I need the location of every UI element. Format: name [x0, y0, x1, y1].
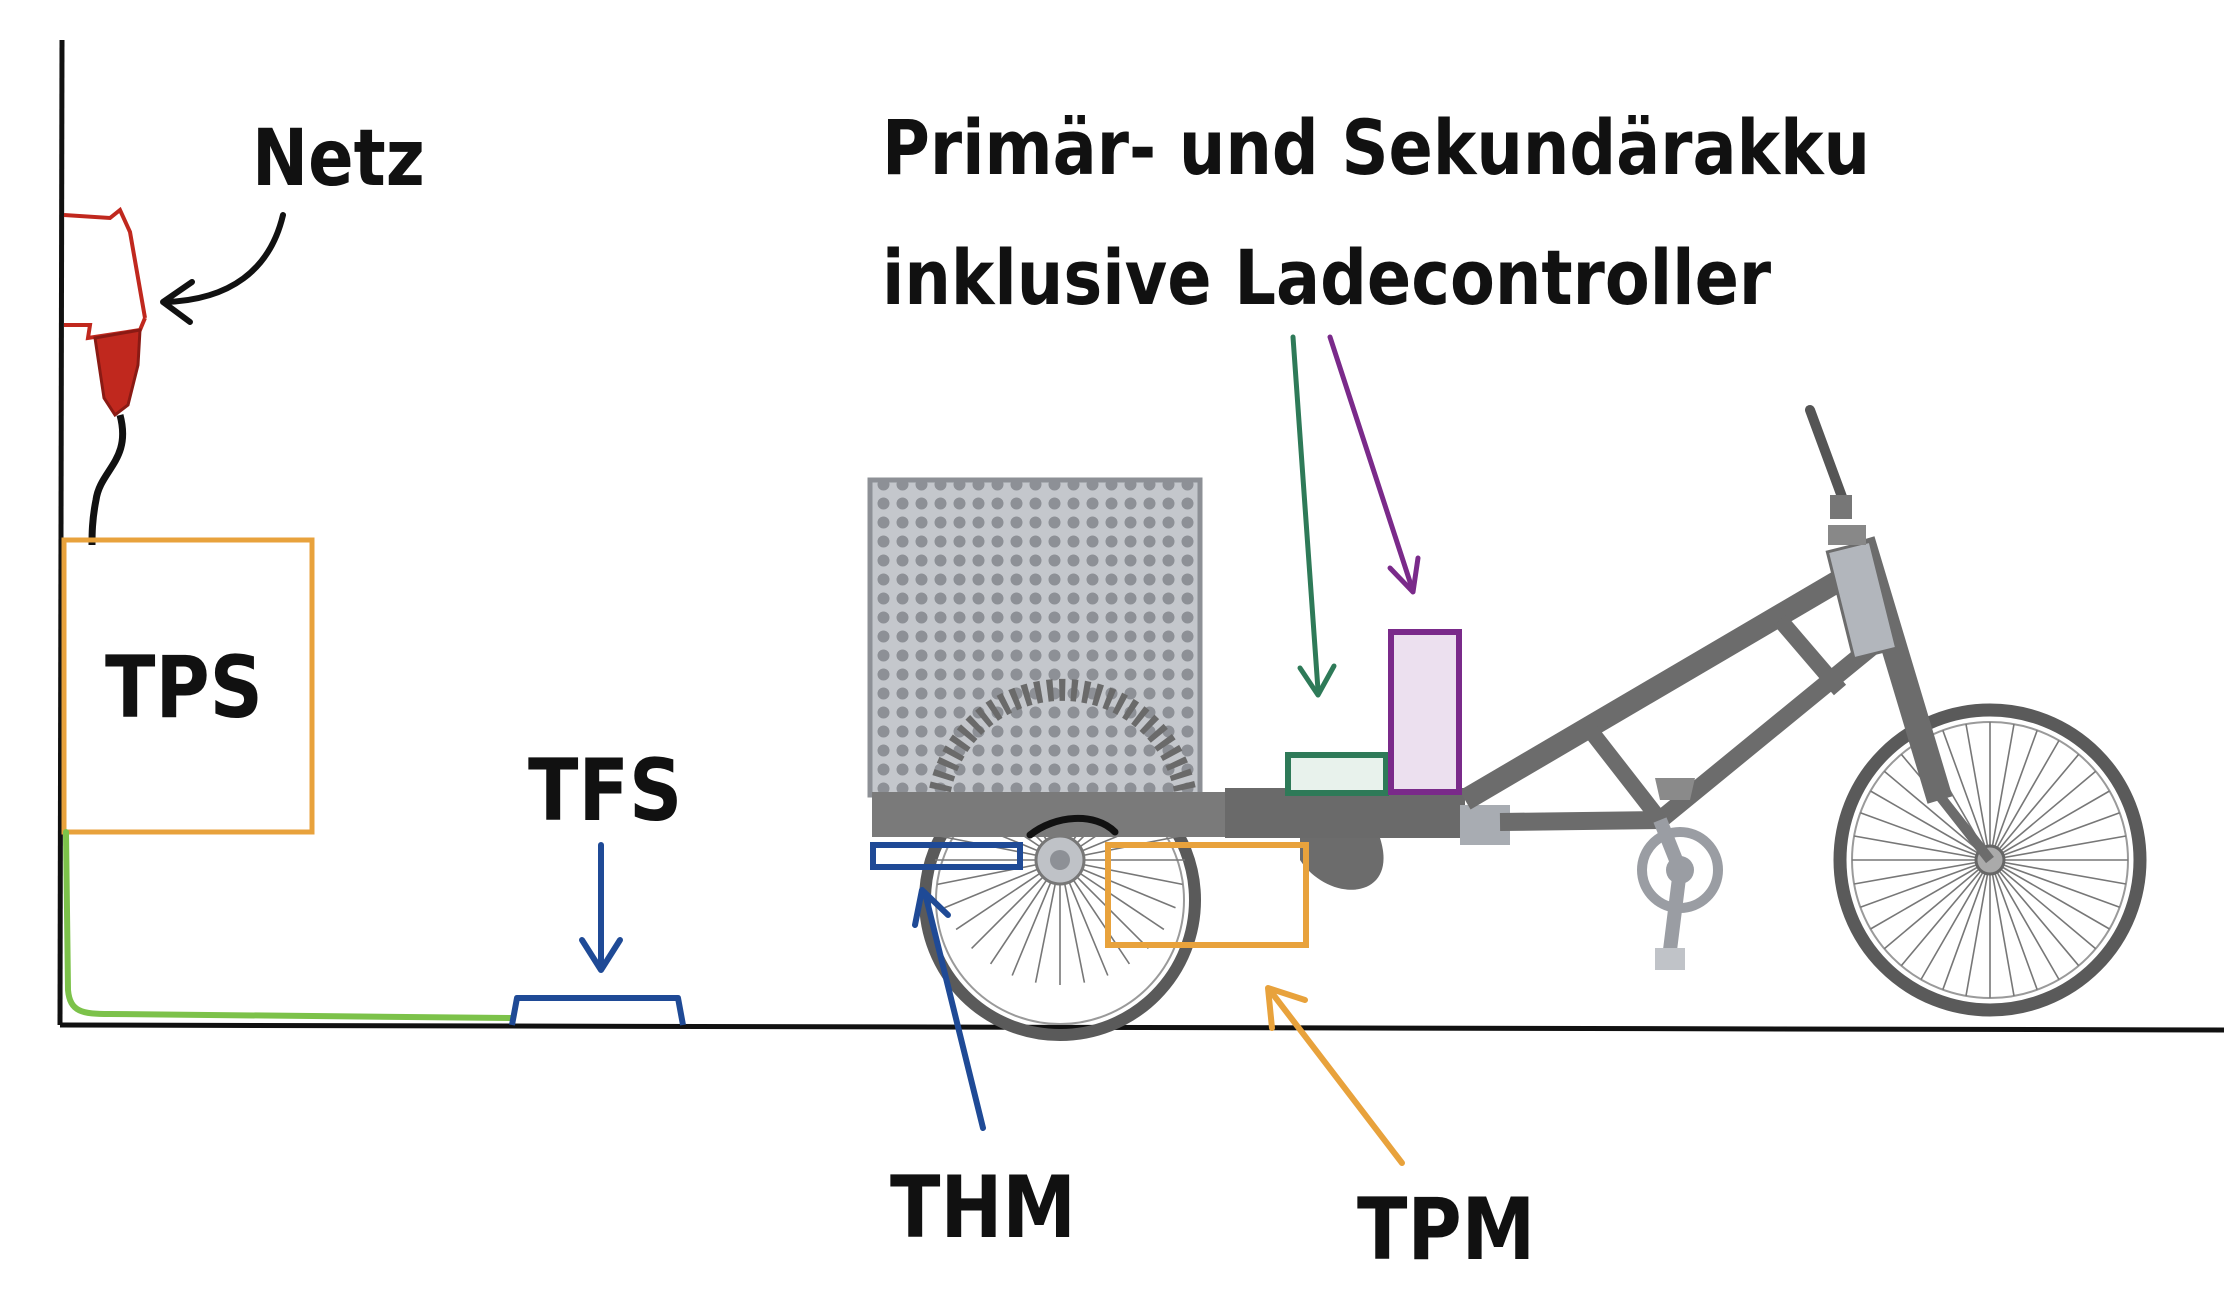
mains-plug-icon: [63, 206, 147, 546]
tpm-box: [1105, 842, 1309, 948]
netz-arrow: [162, 212, 286, 305]
front-wheel: [1833, 703, 2147, 1017]
label-tps: TPS: [105, 638, 263, 738]
green-arrow: [1290, 334, 1321, 693]
label-akku-line2: inklusive Ladecontroller: [882, 233, 1772, 322]
label-akku-line1: Primär- und Sekundärakku: [882, 103, 1871, 192]
cargo-box: [867, 477, 1203, 798]
label-netz: Netz: [252, 114, 425, 204]
rear-wheel: [919, 735, 1201, 1041]
label-tpm: TPM: [1357, 1180, 1536, 1280]
label-thm: THM: [890, 1158, 1076, 1258]
crankset: [1637, 778, 1723, 970]
tps-box: [61, 537, 315, 835]
thm-arrow: [922, 890, 986, 1131]
label-tfs: TFS: [528, 741, 683, 841]
wall-line: [57, 39, 65, 1026]
floor-line: [59, 1022, 2224, 1033]
tfs-pad: [509, 995, 686, 1026]
cargo-bike: [867, 405, 2147, 1041]
tps-cable: [63, 829, 515, 1021]
charge-controller-box: [1285, 752, 1389, 796]
purple-arrow: [1327, 334, 1415, 591]
battery-box: [1388, 629, 1462, 795]
tpm-arrow: [1269, 990, 1405, 1166]
rear-fender: [1026, 814, 1119, 839]
thm-box: [870, 842, 1023, 870]
